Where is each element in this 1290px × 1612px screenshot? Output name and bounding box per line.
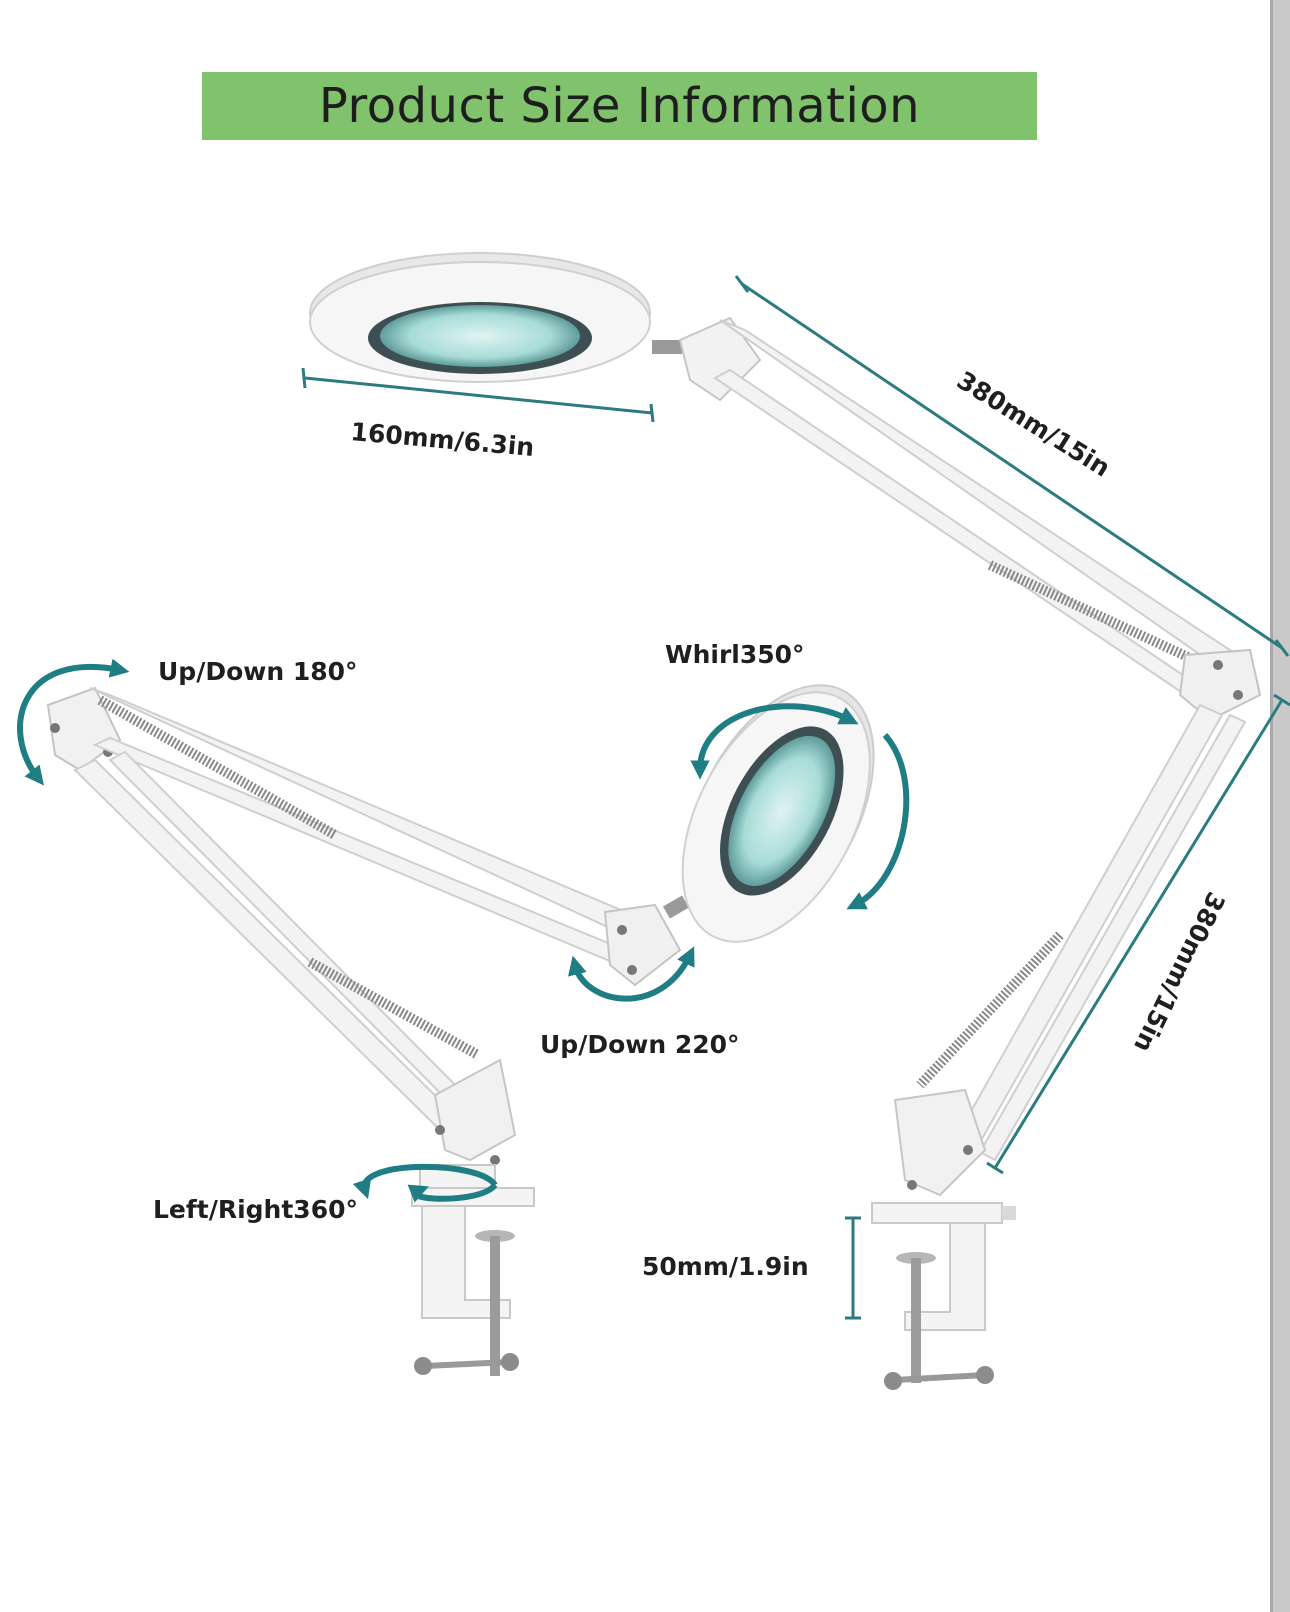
clamp-extended xyxy=(871,1202,1016,1390)
label-updown-220: Up/Down 220° xyxy=(540,1030,740,1059)
label-lens-diameter: 160mm/6.3in xyxy=(349,417,535,462)
dimension-lower-arm xyxy=(986,693,1290,1175)
rotate-arrow-leftright-360-b xyxy=(407,1182,498,1203)
label-updown-180: Up/Down 180° xyxy=(158,657,358,686)
rotate-arrow-updown-220 xyxy=(568,946,695,1002)
page-edge-strip xyxy=(1270,0,1290,1612)
rotate-arrow-leftright-360 xyxy=(352,1163,498,1200)
dimension-lens xyxy=(301,367,655,423)
rotate-arrow-updown-180 xyxy=(17,658,130,786)
magnifier-head-top xyxy=(309,252,651,383)
label-leftright-360: Left/Right360° xyxy=(153,1195,358,1224)
rotate-arrow-whirl-350-b xyxy=(846,733,910,910)
dimension-clamp xyxy=(845,1216,861,1320)
label-lower-arm-length: 380mm/15in xyxy=(1128,887,1231,1057)
rotate-arrow-whirl-350 xyxy=(690,703,859,780)
magnifier-head-tilted xyxy=(681,684,875,943)
folded-upper-arm xyxy=(89,687,642,964)
page-title: Product Size Information xyxy=(318,78,921,134)
dimension-upper-arm xyxy=(734,275,1290,657)
label-whirl-350: Whirl350° xyxy=(665,640,805,669)
lamp-extended xyxy=(309,252,1262,1390)
label-clamp-opening: 50mm/1.9in xyxy=(642,1252,809,1281)
title-banner: Product Size Information xyxy=(202,72,1037,140)
label-upper-arm-length: 380mm/15in xyxy=(952,365,1115,482)
